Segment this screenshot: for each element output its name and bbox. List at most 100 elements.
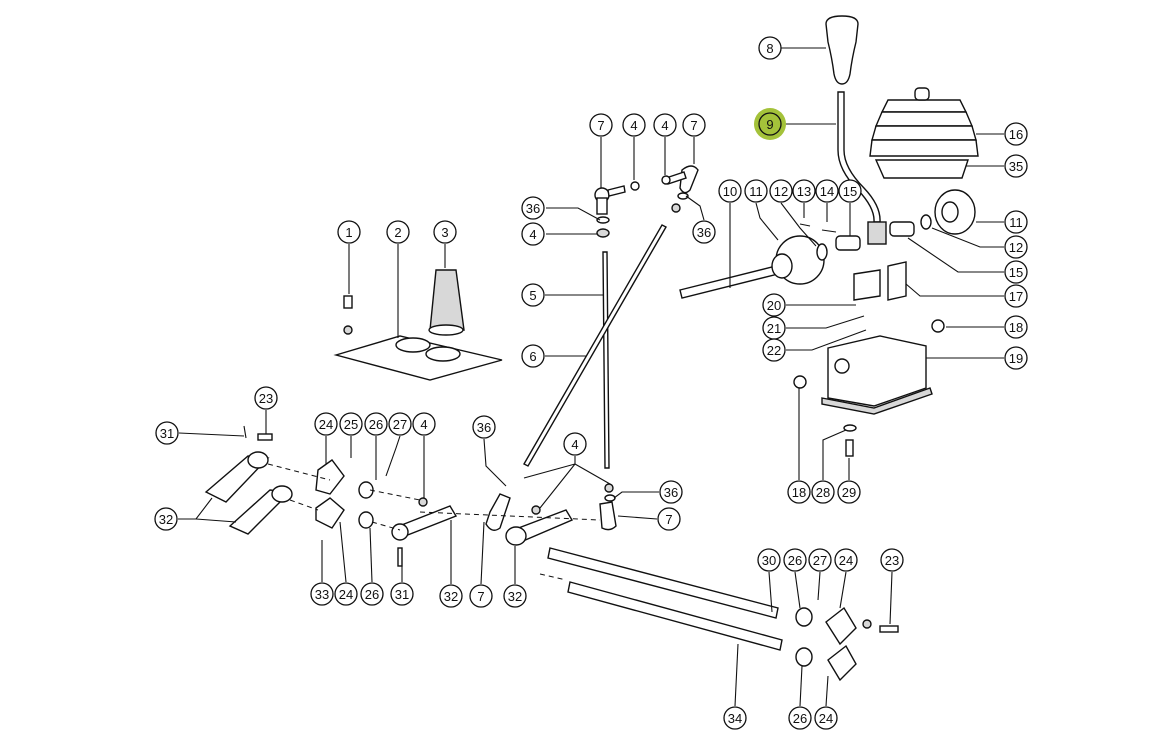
callout-label: 24 [839,553,853,568]
flange-right [795,606,899,682]
callout-part-21[interactable]: 21 [762,316,786,340]
callout-part-36[interactable]: 36 [521,196,545,220]
callout-part-4[interactable]: 4 [622,113,646,137]
callout-label: 12 [774,184,788,199]
callout-label: 7 [690,118,697,133]
callout-part-7[interactable]: 7 [682,113,706,137]
callout-label: 36 [664,485,678,500]
callout-part-15[interactable]: 15 [838,179,862,203]
callout-label: 4 [630,118,637,133]
callout-part-10[interactable]: 10 [718,179,742,203]
callout-part-12[interactable]: 12 [769,179,793,203]
callout-circle [718,179,742,203]
callout-part-36[interactable]: 36 [472,415,496,439]
callout-part-36[interactable]: 36 [692,220,716,244]
callout-circle [563,432,587,456]
callout-part-7[interactable]: 7 [589,113,613,137]
shaft-34 [567,581,783,651]
callout-part-26[interactable]: 26 [364,412,388,436]
callout-part-32[interactable]: 32 [503,584,527,608]
callout-part-19[interactable]: 19 [1004,346,1028,370]
callout-part-24[interactable]: 24 [334,582,358,606]
callout-part-5[interactable]: 5 [521,283,545,307]
callout-part-35[interactable]: 35 [1004,154,1028,178]
callout-circle [1004,315,1028,339]
callout-part-34[interactable]: 34 [723,706,747,730]
callout-part-27[interactable]: 27 [808,548,832,572]
callout-part-20[interactable]: 20 [762,293,786,317]
callout-circle [339,412,363,436]
callout-part-15[interactable]: 15 [1004,260,1028,284]
callout-part-8[interactable]: 8 [758,36,782,60]
callout-part-4[interactable]: 4 [412,412,436,436]
callout-circle [310,582,334,606]
callout-part-24[interactable]: 24 [834,548,858,572]
callout-label: 12 [1009,240,1023,255]
callout-part-1[interactable]: 1 [337,220,361,244]
callout-part-3[interactable]: 3 [433,220,457,244]
callout-part-26[interactable]: 26 [783,548,807,572]
callout-label: 31 [160,426,174,441]
callout-part-24[interactable]: 24 [814,706,838,730]
callout-part-18[interactable]: 18 [1004,315,1028,339]
callout-part-25[interactable]: 25 [339,412,363,436]
mounting-plate [333,269,503,381]
callout-part-26[interactable]: 26 [788,706,812,730]
callout-part-4[interactable]: 4 [563,432,587,456]
callout-part-27[interactable]: 27 [388,412,412,436]
callout-part-23[interactable]: 23 [254,386,278,410]
callout-part-11[interactable]: 11 [744,179,768,203]
callout-label: 24 [819,711,833,726]
callout-label: 29 [842,485,856,500]
callout-part-7[interactable]: 7 [469,584,493,608]
callout-part-36[interactable]: 36 [659,480,683,504]
callout-circle [762,293,786,317]
callout-label: 27 [813,553,827,568]
callout-part-6[interactable]: 6 [521,344,545,368]
callout-part-4[interactable]: 4 [521,222,545,246]
callout-part-14[interactable]: 14 [815,179,839,203]
callout-circle [314,412,338,436]
callout-part-22[interactable]: 22 [762,338,786,362]
callout-circle [787,480,811,504]
callout-part-7[interactable]: 7 [657,507,681,531]
callout-part-30[interactable]: 30 [757,548,781,572]
ball-joint-left [594,181,640,238]
callout-circle [880,548,904,572]
callout-part-18[interactable]: 18 [787,480,811,504]
callout-circle [469,584,493,608]
callout-part-2[interactable]: 2 [386,220,410,244]
callout-circle [337,220,361,244]
leader-lines [178,47,1004,707]
callout-label: 4 [661,118,668,133]
callout-part-32[interactable]: 32 [439,584,463,608]
callout-part-4[interactable]: 4 [653,113,677,137]
callout-part-31[interactable]: 31 [155,421,179,445]
callout-label: 34 [728,711,742,726]
ball-joint-lower [485,483,617,546]
callout-part-13[interactable]: 13 [792,179,816,203]
callout-part-24[interactable]: 24 [314,412,338,436]
callout-part-23[interactable]: 23 [880,548,904,572]
callout-circle [808,548,832,572]
callout-part-33[interactable]: 33 [310,582,334,606]
callout-part-17[interactable]: 17 [1004,284,1028,308]
callout-label: 9 [766,117,773,132]
callout-label: 4 [571,437,578,452]
callout-part-29[interactable]: 29 [837,480,861,504]
rod-6 [523,224,667,467]
callout-part-26[interactable]: 26 [360,582,384,606]
callout-part-11[interactable]: 11 [1004,210,1028,234]
callout-label: 32 [444,589,458,604]
callout-part-31[interactable]: 31 [390,582,414,606]
callout-label: 17 [1009,289,1023,304]
callout-part-28[interactable]: 28 [811,480,835,504]
callout-label: 27 [393,417,407,432]
callout-circle [155,421,179,445]
callout-part-9-highlighted[interactable]: 9 [754,108,786,140]
callout-part-32[interactable]: 32 [154,507,178,531]
callout-circle [254,386,278,410]
callout-part-12[interactable]: 12 [1004,235,1028,259]
callout-part-16[interactable]: 16 [1004,122,1028,146]
